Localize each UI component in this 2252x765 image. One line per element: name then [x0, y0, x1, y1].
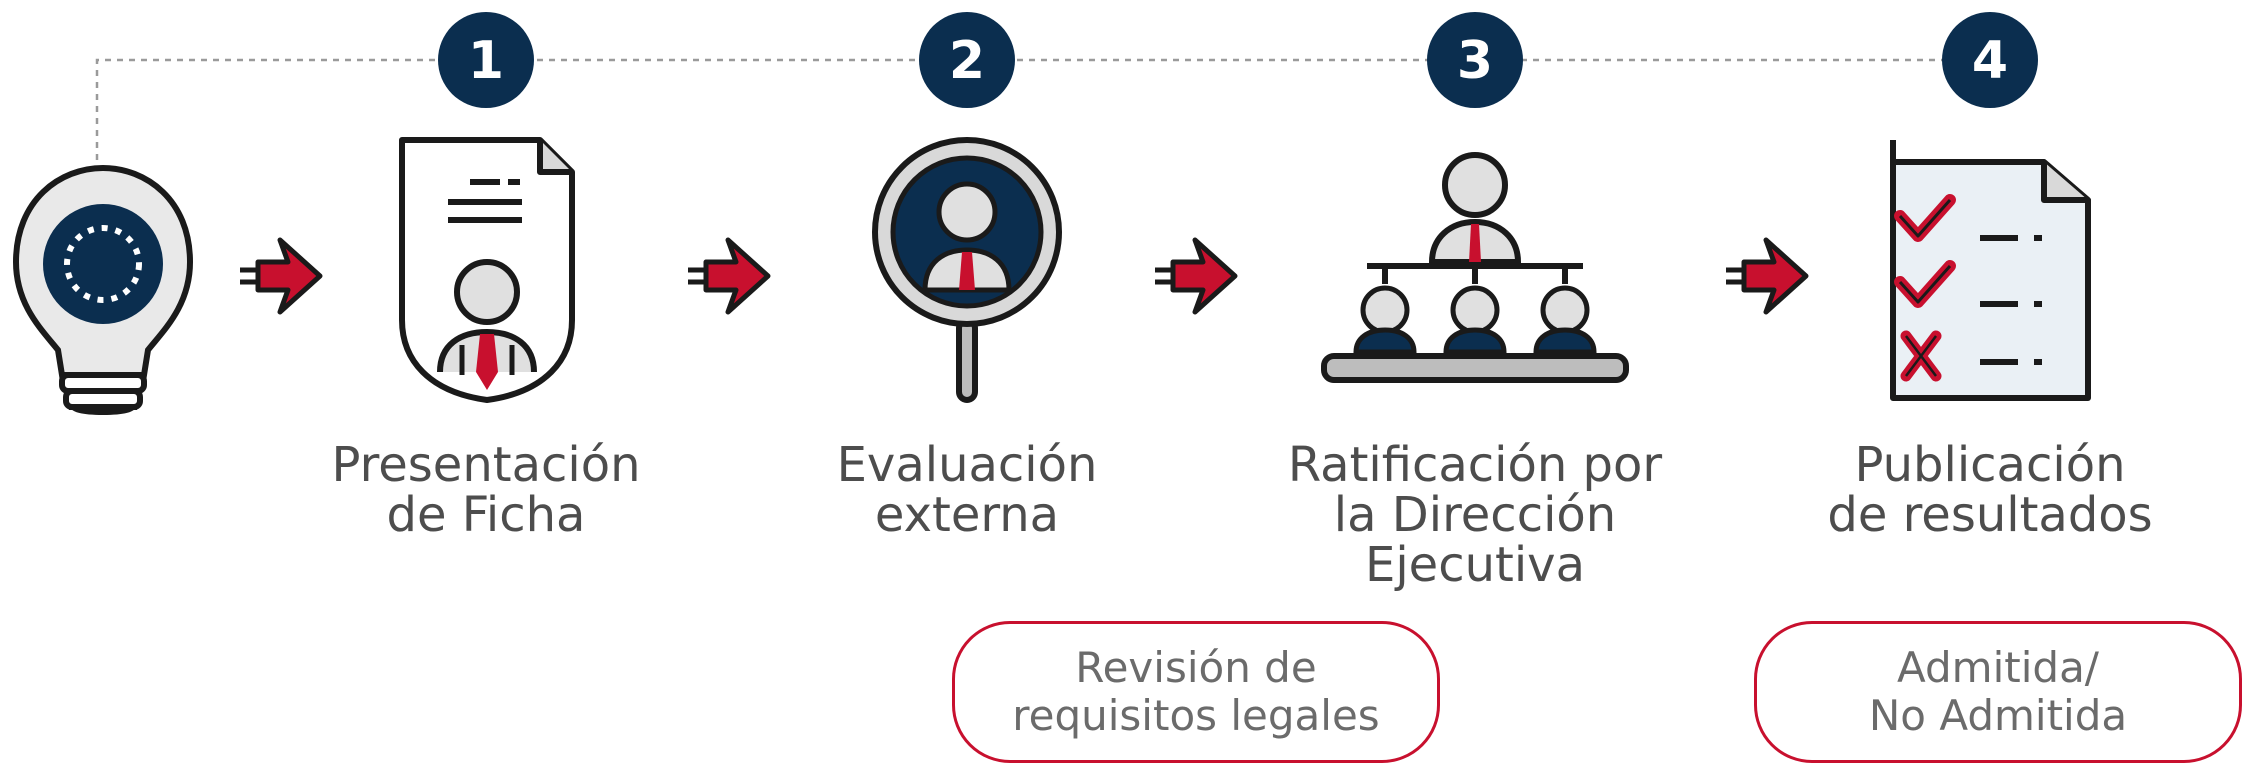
step-number-1: 1 — [468, 31, 504, 91]
step-number-3: 3 — [1457, 31, 1493, 91]
step-label-line: de resultados — [1827, 487, 2153, 543]
lightbulb-icon — [12, 164, 194, 416]
step-number-2: 2 — [949, 31, 985, 91]
step-badge-4: 4 — [1942, 12, 2038, 108]
arrow-icon-4 — [1726, 237, 1809, 315]
step-badge-3: 3 — [1427, 12, 1523, 108]
magnifier-person-icon — [872, 137, 1062, 403]
step-label-3: Ratificación por la Dirección Ejecutiva — [1288, 440, 1662, 590]
arrow-icon-2 — [688, 237, 771, 315]
step-label-line: externa — [874, 487, 1060, 543]
note-line: No Admitida — [1868, 691, 2128, 740]
arrow-icon-1 — [240, 237, 323, 315]
note-legal-review: Revisión de requisitos legales — [952, 621, 1440, 763]
step-badge-1: 1 — [438, 12, 534, 108]
step-label-line: de Ficha — [386, 487, 586, 543]
step-number-4: 4 — [1972, 31, 2008, 91]
step-label-line: Presentación — [331, 437, 641, 493]
arrow-icon-3 — [1155, 237, 1238, 315]
note-line: requisitos legales — [1012, 691, 1380, 740]
dashed-connector-line — [95, 58, 1990, 160]
checklist-icon — [1890, 140, 2091, 401]
step-label-line: Evaluación — [836, 437, 1098, 493]
step-label-4: Publicación de resultados — [1827, 440, 2152, 540]
step-label-line: Ratificación por — [1287, 437, 1663, 493]
step-label-line: Ejecutiva — [1365, 537, 1585, 593]
org-chart-icon — [1321, 152, 1629, 383]
step-label-2: Evaluación externa — [837, 440, 1098, 540]
step-label-1: Presentación de Ficha — [331, 440, 640, 540]
note-line: Admitida/ — [1897, 643, 2099, 692]
step-badge-2: 2 — [919, 12, 1015, 108]
note-admission-result: Admitida/ No Admitida — [1754, 621, 2242, 763]
document-person-icon — [399, 137, 575, 403]
step-label-line: Publicación — [1854, 437, 2126, 493]
note-line: Revisión de — [1075, 643, 1317, 692]
step-label-line: la Dirección — [1333, 487, 1617, 543]
